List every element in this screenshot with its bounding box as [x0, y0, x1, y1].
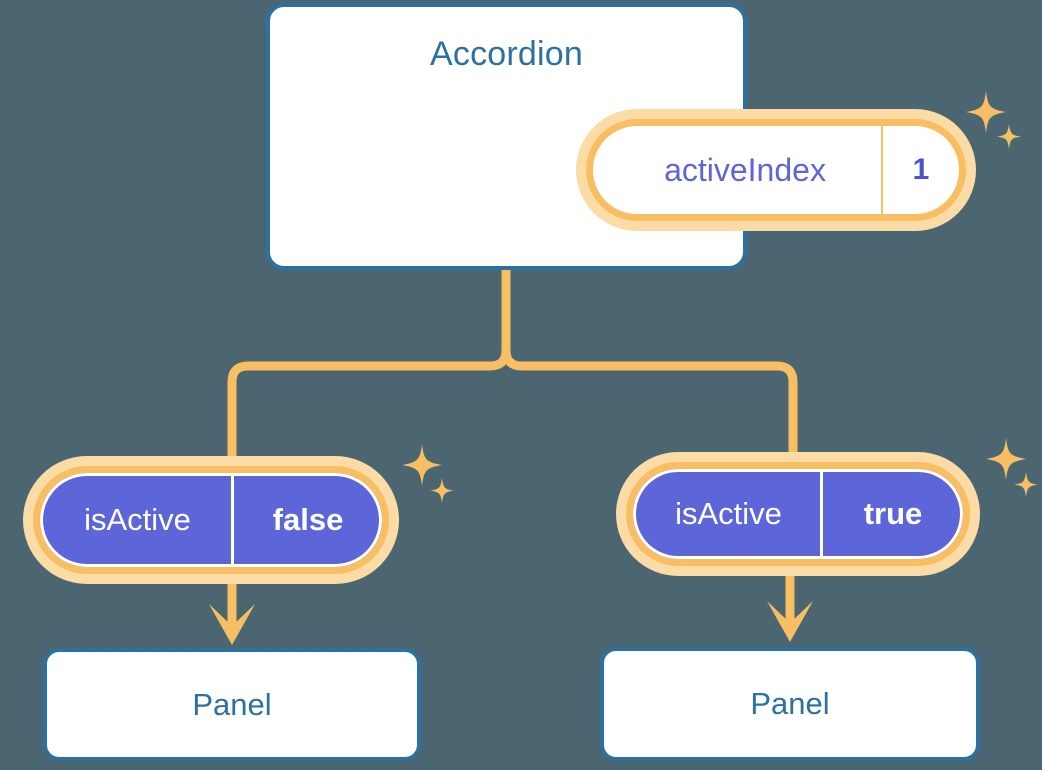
- state-badge-is-active-true[interactable]: isActive true: [616, 452, 980, 576]
- state-value-label: false: [272, 502, 344, 537]
- panel-title: Panel: [192, 686, 272, 722]
- state-badge-is-active-false[interactable]: isActive false: [23, 456, 399, 584]
- arrow-right-pill-to-panel: [767, 566, 813, 642]
- state-badge-inner: isActive false: [33, 466, 389, 574]
- state-key-label: isActive: [633, 469, 823, 559]
- component-card-panel-right[interactable]: Panel: [600, 647, 980, 761]
- state-key-label: isActive: [40, 473, 234, 567]
- state-value-label: 1: [912, 153, 930, 186]
- state-badge-inner: activeIndex 1: [586, 119, 966, 221]
- sparkle-icon: [982, 436, 1042, 502]
- sparkle-icon: [398, 442, 458, 508]
- state-badge-active-index[interactable]: activeIndex 1: [576, 109, 976, 231]
- connector-root-to-left: [227, 265, 511, 471]
- component-card-accordion[interactable]: Accordion activeIndex 1: [266, 3, 1021, 270]
- arrow-left-pill-to-panel: [209, 574, 255, 645]
- connector-root-to-right: [501, 265, 798, 467]
- state-key-label: activeIndex: [593, 126, 883, 214]
- state-badge-inner: isActive true: [626, 462, 970, 566]
- state-value-label: true: [863, 496, 923, 531]
- panel-title: Panel: [750, 686, 830, 721]
- component-card-panel-left[interactable]: Panel: [43, 648, 421, 761]
- page-title: Accordion: [430, 35, 583, 73]
